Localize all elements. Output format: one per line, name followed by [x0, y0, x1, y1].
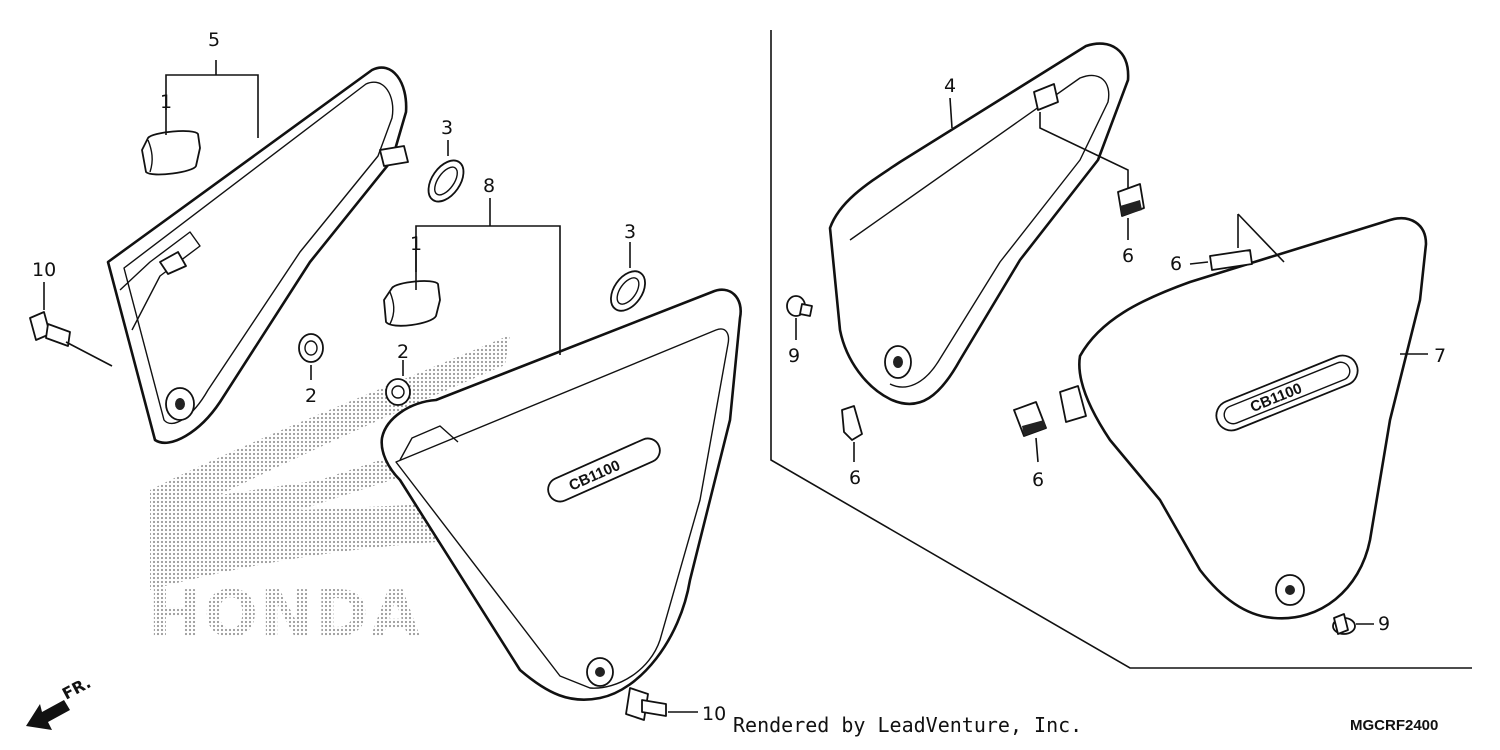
part-5-left-side-cover — [106, 66, 409, 445]
part-10-bolt-upper — [29, 311, 71, 347]
part-6-clip-c — [841, 405, 863, 441]
honda-logo-text: HONDA — [148, 578, 422, 652]
callout-labels: 5 1 3 8 1 3 10 2 2 10 4 6 6 9 6 6 7 9 — [32, 29, 1446, 725]
leader-lines — [43, 60, 1428, 713]
callout-10-lower: 10 — [702, 703, 726, 725]
callout-2-lower: 2 — [397, 341, 409, 363]
cover-5-grommet-tab — [379, 145, 409, 167]
honda-logo-watermark: HONDA — [148, 335, 510, 652]
part-8-right-side-cover: CB1100 — [380, 288, 742, 701]
callout-6-a: 6 — [1122, 245, 1134, 267]
part-6-clip-a — [1117, 183, 1145, 217]
part-3-grommet-upper — [427, 159, 465, 203]
callout-8: 8 — [483, 175, 495, 197]
callout-6-c: 6 — [849, 467, 861, 489]
callout-9-lower: 9 — [1378, 613, 1390, 635]
callout-3-upper: 3 — [441, 117, 453, 139]
callout-2-upper: 2 — [305, 385, 317, 407]
cover-4-damper-tab — [1033, 83, 1059, 111]
part-2-collar-lower — [385, 378, 411, 406]
front-direction-indicator: FR. — [26, 673, 94, 730]
callout-6-b: 6 — [1170, 253, 1182, 275]
callout-7: 7 — [1434, 345, 1446, 367]
diagram-code: MGCRF2400 — [1350, 717, 1438, 734]
callout-1-lower: 1 — [410, 233, 422, 255]
part-6-clip-d — [1013, 401, 1047, 437]
part-10-bolt-lower — [625, 687, 667, 721]
part-1-damper-lower — [383, 280, 441, 327]
callout-9-upper: 9 — [788, 345, 800, 367]
assembly-separator — [770, 30, 1472, 669]
callout-4: 4 — [944, 75, 956, 97]
callout-10-upper: 10 — [32, 259, 56, 281]
part-3-grommet-lower — [610, 270, 646, 312]
part-9-screw-upper — [786, 295, 813, 317]
part-6-clip-b — [1209, 249, 1253, 271]
front-direction-label: FR. — [59, 673, 94, 704]
part-9-screw-lower — [1332, 613, 1356, 635]
part-7-right-side-cover: CB1100 — [1059, 217, 1428, 620]
render-credit: Rendered by LeadVenture, Inc. — [733, 713, 1082, 737]
callout-5: 5 — [208, 29, 220, 51]
part-1-damper-upper — [141, 130, 201, 176]
front-arrow-icon — [26, 700, 70, 730]
callout-3-lower: 3 — [624, 221, 636, 243]
callout-1-upper: 1 — [160, 91, 172, 113]
honda-wing-mark — [150, 335, 510, 590]
part-2-collar-upper — [298, 333, 324, 363]
callout-6-d: 6 — [1032, 469, 1044, 491]
